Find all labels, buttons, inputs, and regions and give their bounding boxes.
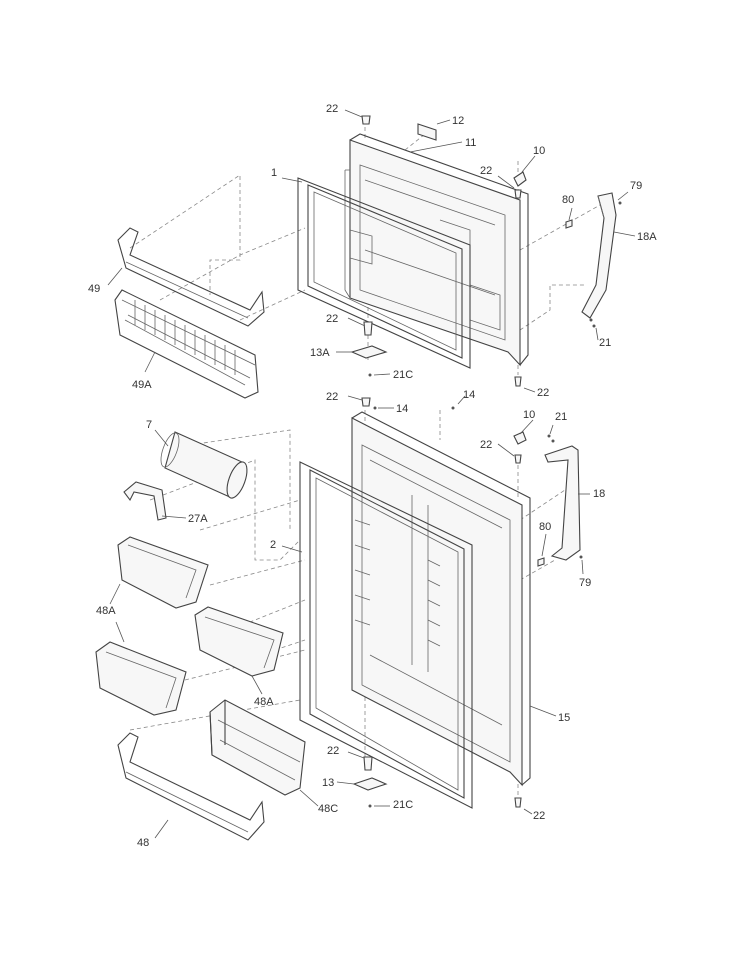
label-22: 22 [537, 387, 549, 399]
label-48A: 48A [96, 605, 116, 617]
nameplate-12 [417, 123, 437, 141]
label-27A: 27A [188, 513, 208, 525]
label-79: 79 [630, 180, 642, 192]
label-13: 13 [322, 777, 334, 789]
dairy-bin-7 [160, 431, 248, 499]
freezer-gasket-1 [297, 177, 471, 369]
part-labels: 22 12 11 10 22 1 80 79 18A 49 49A 22 13A… [88, 103, 657, 849]
leader-lines [107, 109, 636, 839]
label-11: 11 [465, 137, 476, 149]
label-22: 22 [326, 313, 338, 325]
fresh-food-gasket-2 [299, 461, 473, 809]
label-12: 12 [452, 115, 464, 127]
label-79: 79 [579, 577, 591, 589]
label-21C: 21C [393, 799, 413, 811]
door-shelf-48 [117, 732, 265, 841]
label-13A: 13A [310, 347, 330, 359]
fresh-food-door-15 [351, 411, 531, 787]
fresh-food-handle-18 [544, 445, 581, 561]
label-48A: 48A [254, 696, 274, 708]
freezer-handle-18A [581, 192, 617, 319]
label-80: 80 [562, 194, 574, 206]
label-80: 80 [539, 521, 551, 533]
label-48C: 48C [318, 803, 338, 815]
label-22: 22 [327, 745, 339, 757]
freezer-shelf-49 [117, 227, 265, 327]
label-22: 22 [480, 165, 492, 177]
label-21: 21 [555, 411, 567, 423]
label-49A: 49A [132, 379, 152, 391]
label-14: 14 [463, 389, 475, 401]
door-bin-48A-right [194, 606, 284, 677]
door-bin-48A-top [117, 536, 209, 609]
label-49: 49 [88, 283, 100, 295]
label-21C: 21C [393, 369, 413, 381]
label-21: 21 [599, 337, 611, 349]
label-15: 15 [558, 712, 570, 724]
label-10: 10 [533, 145, 545, 157]
label-22: 22 [326, 391, 338, 403]
bracket-27A [123, 481, 167, 521]
label-2: 2 [270, 539, 276, 551]
label-22: 22 [480, 439, 492, 451]
label-14: 14 [396, 403, 408, 415]
label-18A: 18A [637, 231, 657, 243]
label-7: 7 [146, 419, 152, 431]
freezer-door-11 [344, 133, 529, 367]
label-10: 10 [523, 409, 535, 421]
label-22: 22 [533, 810, 545, 822]
label-1: 1 [271, 167, 277, 179]
door-bin-48A-left [95, 641, 187, 716]
label-48: 48 [137, 837, 149, 849]
label-22: 22 [326, 103, 338, 115]
freezer-hardware [350, 115, 622, 387]
door-bin-48C [209, 699, 306, 796]
freezer-basket-49A [114, 289, 259, 399]
fresh-food-hardware [352, 397, 583, 808]
label-18: 18 [593, 488, 605, 500]
